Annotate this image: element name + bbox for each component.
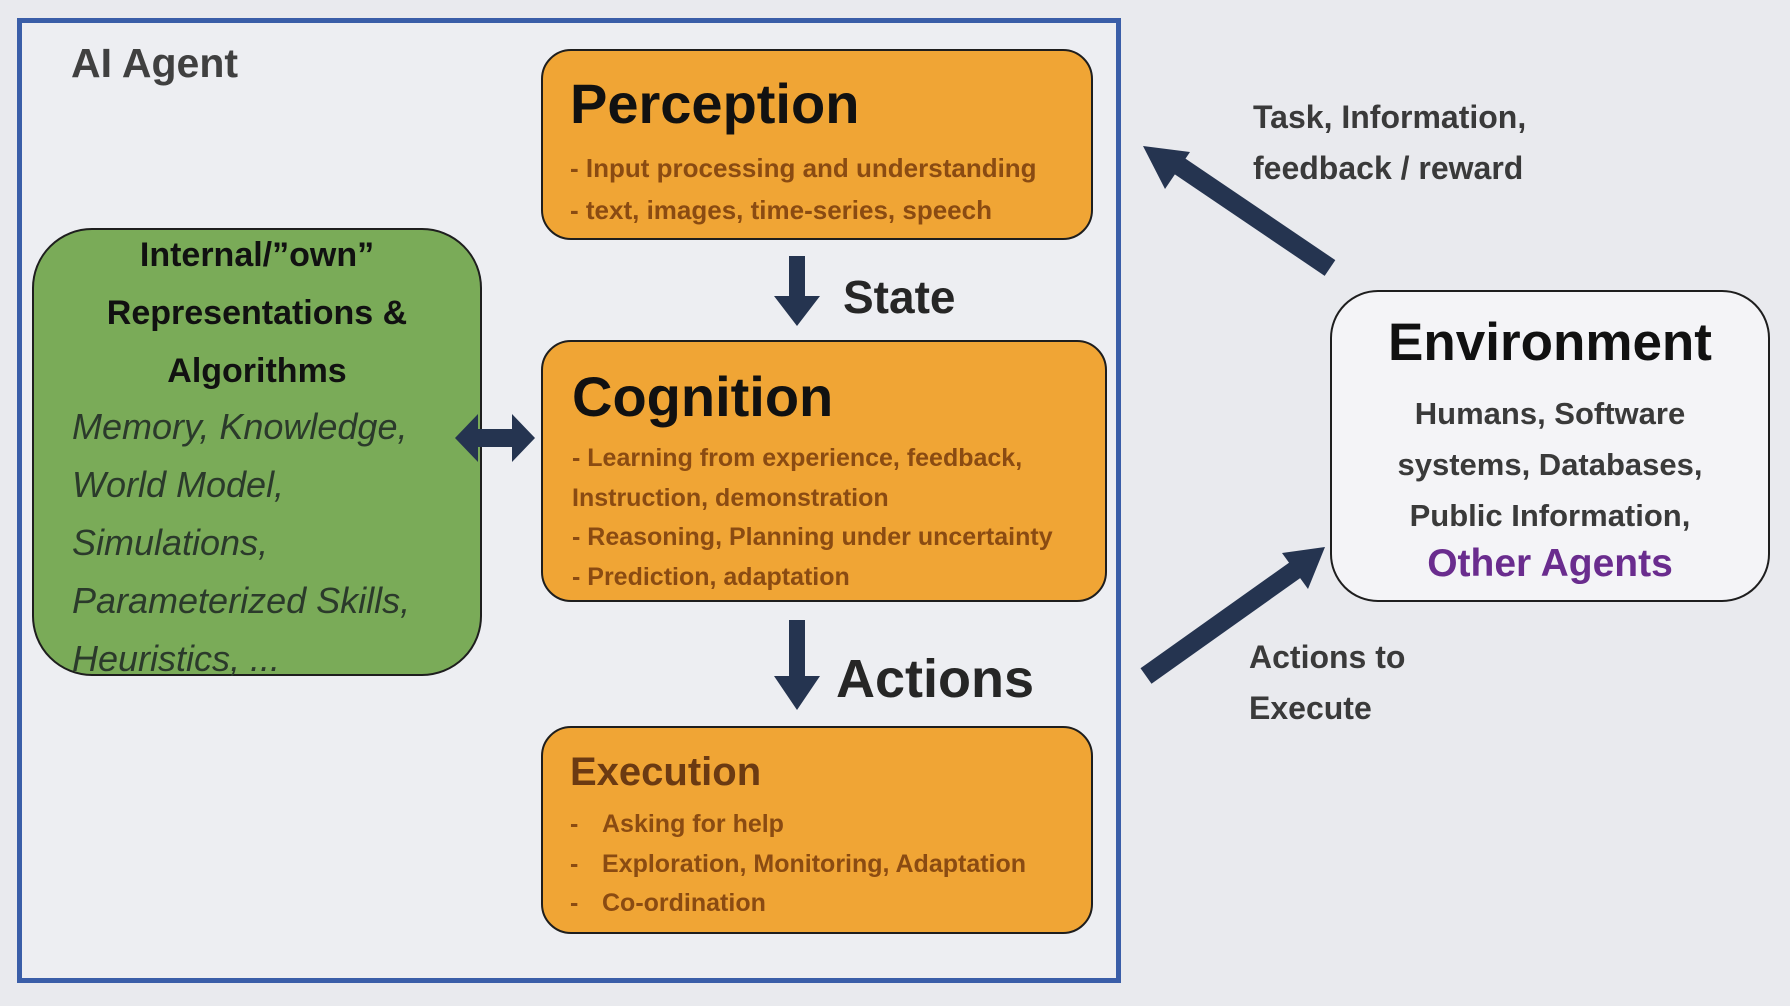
actions-to-environment-arrow-icon [1140,547,1325,684]
cognition-line: - Prediction, adaptation [572,563,850,591]
actions-down-arrow-icon [774,620,820,710]
internal-item: Parameterized Skills, [72,580,411,621]
task-label-line: Task, Information, [1253,99,1527,135]
internal-item: Heuristics, ... [72,638,281,679]
internal-item: Memory, Knowledge, [72,406,408,447]
task-label-line: feedback / reward [1253,150,1524,186]
other-agents-label: Other Agents [1427,542,1673,585]
perception-line: - text, images, time-series, speech [570,195,992,225]
environment-box: Environment Humans, Software systems, Da… [1330,290,1770,602]
internal-heading-line: Internal/”own” [139,236,375,274]
perception-box: Perception - Input processing and unders… [541,49,1093,240]
environment-line: Public Information, [1409,498,1691,533]
actions-to-execute-label: Actions to Execute [1249,632,1405,734]
exec-label-line: Actions to [1249,639,1406,675]
perception-title: Perception [570,72,860,135]
internal-representations-box: Internal/”own” Representations & Algorit… [32,226,482,679]
execution-box: Execution -Asking for help -Exploration,… [541,726,1093,934]
execution-line: -Co-ordination [570,889,766,917]
execution-title: Execution [570,750,762,794]
task-information-label: Task, Information, feedback / reward [1253,92,1526,194]
perception-line: - Input processing and understanding [570,153,1037,183]
environment-description: Humans, Software systems, Databases, Pub… [1332,388,1768,541]
cognition-box: Cognition - Learning from experience, fe… [541,340,1107,602]
internal-item: Simulations, [72,522,269,563]
state-label: State [843,271,956,323]
cognition-line: - Reasoning, Planning under uncertainty [572,523,1053,551]
internal-heading-line: Representations & [106,294,408,332]
environment-line: systems, Databases, [1397,447,1703,482]
internal-heading-line: Algorithms [167,352,347,390]
ai-agent-title: AI Agent [71,40,239,86]
cognition-title: Cognition [572,365,834,428]
internal-item: World Model, [72,464,285,505]
execution-line: -Exploration, Monitoring, Adaptation [570,850,1027,878]
actions-label: Actions [836,649,1035,709]
environment-line: Humans, Software [1414,396,1686,431]
execution-line: -Asking for help [570,810,784,838]
exec-label-line: Execute [1249,690,1372,726]
internal-heading: Internal/”own” Representations & Algorit… [34,226,480,400]
feedback-arrow-icon [1143,146,1336,276]
cognition-line: - Learning from experience, feedback, [572,444,1023,472]
bidirectional-arrow-icon [455,414,535,462]
cognition-line: Instruction, demonstration [572,484,889,512]
internal-items: Memory, Knowledge, World Model, Simulati… [72,398,410,688]
state-down-arrow-icon [774,256,820,326]
environment-title: Environment [1388,313,1712,372]
